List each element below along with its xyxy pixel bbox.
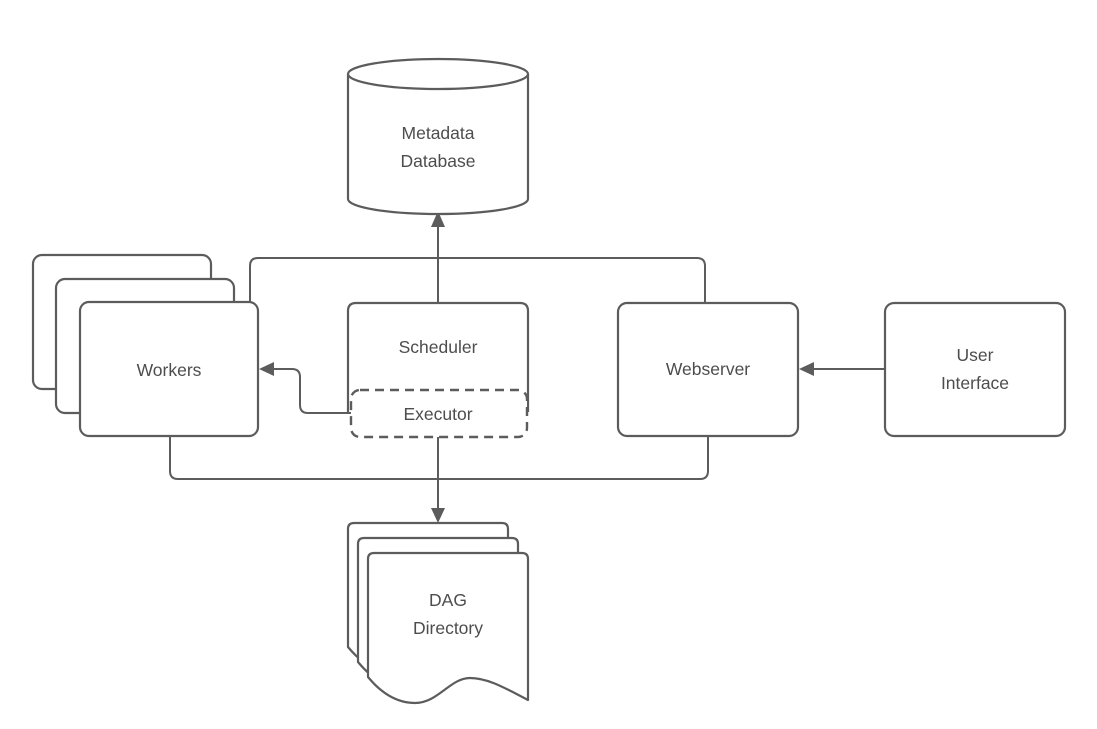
user-interface-label-line1: User bbox=[957, 345, 994, 365]
workers-label: Workers bbox=[137, 360, 202, 380]
scheduler-to-database-arrow bbox=[431, 211, 445, 303]
scheduler-label: Scheduler bbox=[399, 337, 478, 357]
executor-to-workers-arrow bbox=[259, 362, 352, 414]
workers-stack-front bbox=[78, 300, 260, 438]
user-interface-node: User Interface bbox=[883, 301, 1067, 438]
user-interface-label-line2: Interface bbox=[941, 373, 1009, 393]
executor-box bbox=[349, 388, 529, 439]
webserver-label: Webserver bbox=[666, 359, 750, 379]
left-arrowhead bbox=[259, 362, 274, 376]
down-arrowhead bbox=[431, 508, 445, 523]
metadata-database-label-line1: Metadata bbox=[402, 123, 475, 143]
user-interface-box bbox=[883, 301, 1067, 438]
up-arrowhead bbox=[431, 211, 445, 227]
scheduler-node: Scheduler bbox=[346, 301, 530, 412]
workers-node: Workers bbox=[31, 253, 260, 438]
webserver-box bbox=[616, 301, 800, 438]
workers-webserver-top-connector bbox=[249, 257, 706, 305]
ui-to-webserver-arrow bbox=[799, 362, 885, 376]
executor-label: Executor bbox=[403, 404, 472, 424]
dag-directory-node: DAG Directory bbox=[346, 521, 530, 705]
scheduler-box bbox=[346, 301, 530, 412]
dag-directory-label-line2: Directory bbox=[413, 618, 483, 638]
dag-directory-label-line1: DAG bbox=[429, 590, 467, 610]
metadata-database-node: Metadata Database bbox=[346, 57, 530, 216]
cylinder-body bbox=[346, 74, 530, 216]
executor-node: Executor bbox=[349, 388, 529, 439]
left-arrowhead bbox=[799, 362, 814, 376]
metadata-database-label-line2: Database bbox=[401, 151, 476, 171]
webserver-node: Webserver bbox=[616, 301, 800, 438]
dag-doc-front bbox=[366, 551, 530, 705]
diagram-root: Metadata Database Workers Scheduler Exec… bbox=[31, 57, 1067, 705]
cylinder-top bbox=[346, 57, 530, 91]
executor-to-dag-arrow bbox=[431, 437, 445, 523]
